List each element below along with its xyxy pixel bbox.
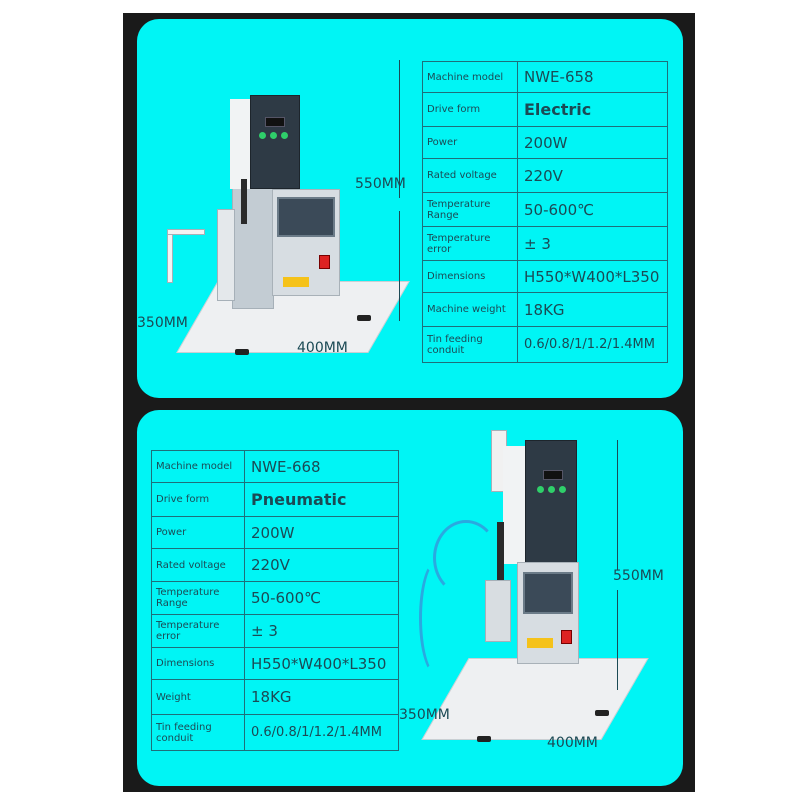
spec-label: Temperature error	[422, 226, 518, 261]
spec-value: Electric	[517, 92, 668, 127]
spec-label: Rated voltage	[422, 158, 518, 193]
depth-dimension: 350MM	[399, 707, 450, 723]
spec-label: Machine model	[422, 61, 518, 93]
spec-value: 50-600℃	[517, 192, 668, 227]
spec-label: Weight	[151, 679, 245, 715]
height-dimension-line	[617, 440, 618, 570]
height-dimension-line-lower	[399, 211, 400, 321]
spec-label: Machine model	[151, 450, 245, 483]
spec-label: Dimensions	[422, 260, 518, 293]
spec-value: H550*W400*L350	[244, 647, 399, 680]
height-dimension: 550MM	[613, 568, 664, 584]
spec-value: 0.6/0.8/1/1.2/1.4MM	[517, 326, 668, 363]
depth-dimension: 350MM	[137, 315, 188, 331]
spec-label: Temperature error	[151, 614, 245, 648]
spec-value: 0.6/0.8/1/1.2/1.4MM	[244, 714, 399, 751]
spec-label: Power	[422, 126, 518, 159]
spec-row: Temperature error± 3	[422, 226, 668, 261]
spec-label: Tin feeding conduit	[422, 326, 518, 363]
spec-value: 220V	[244, 548, 399, 582]
machine-image-electric	[137, 19, 427, 398]
width-dimension: 400MM	[547, 735, 598, 751]
spec-value: NWE-658	[517, 61, 668, 93]
spec-label: Drive form	[151, 482, 245, 517]
spec-value: Pneumatic	[244, 482, 399, 517]
spec-value: 18KG	[517, 292, 668, 327]
spec-value: 200W	[244, 516, 399, 549]
spec-value: 50-600℃	[244, 581, 399, 615]
spec-label: Temperature Range	[151, 581, 245, 615]
spec-value: 200W	[517, 126, 668, 159]
spec-label: Tin feeding conduit	[151, 714, 245, 751]
spec-row: Temperature error± 3	[151, 614, 399, 648]
spec-value: 220V	[517, 158, 668, 193]
spec-label: Machine weight	[422, 292, 518, 327]
spec-value: 18KG	[244, 679, 399, 715]
width-dimension: 400MM	[297, 340, 348, 356]
machine-image-pneumatic	[399, 410, 683, 786]
spec-value: NWE-668	[244, 450, 399, 483]
spec-label: Power	[151, 516, 245, 549]
height-dimension: 550MM	[355, 176, 406, 192]
height-dimension-line	[399, 60, 400, 198]
spec-value: H550*W400*L350	[517, 260, 668, 293]
spec-label: Temperature Range	[422, 192, 518, 227]
spec-value: ± 3	[244, 614, 399, 648]
spec-label: Dimensions	[151, 647, 245, 680]
spec-label: Drive form	[422, 92, 518, 127]
spec-value: ± 3	[517, 226, 668, 261]
spec-label: Rated voltage	[151, 548, 245, 582]
height-dimension-line-lower	[617, 590, 618, 690]
